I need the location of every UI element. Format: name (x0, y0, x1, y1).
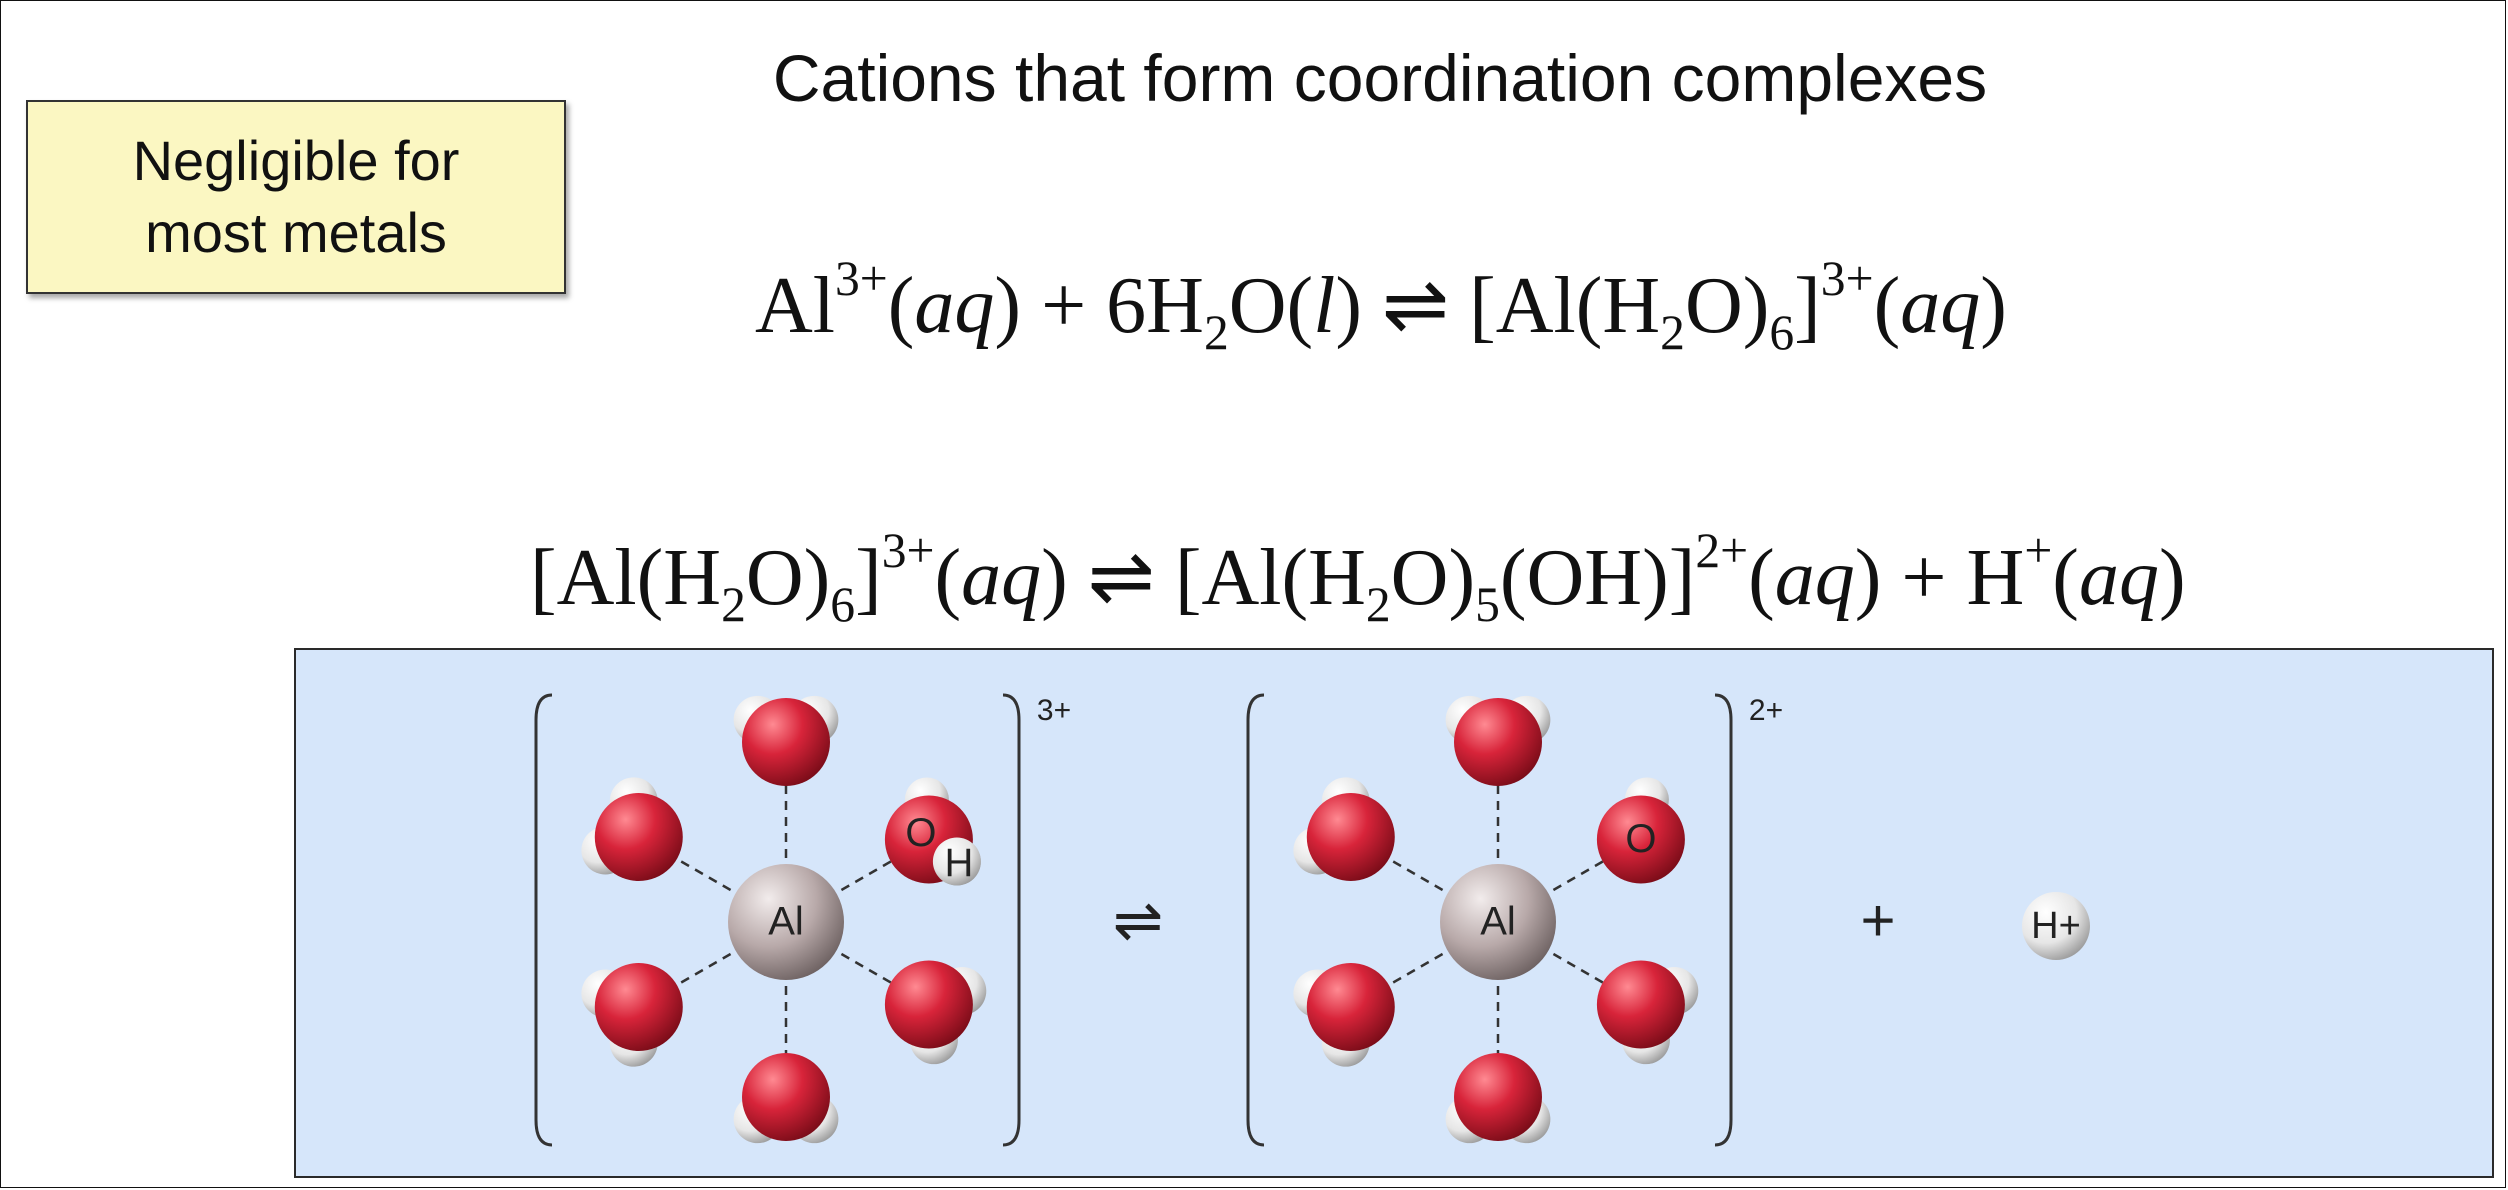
complex-right-ligand-4-oxygen (1306, 963, 1395, 1051)
complex-left-al-label: Al (768, 900, 804, 944)
complex-right-ligand-3-oxygen (1596, 795, 1685, 884)
equilibrium-symbol: ⇌ (1113, 887, 1163, 954)
complex-left-bond-3 (785, 838, 930, 924)
eq2-right-open: [Al(H (1174, 534, 1366, 622)
eq1-al-charge: 3+ (835, 250, 888, 306)
eq1-complex-open: [Al(H (1469, 262, 1661, 350)
eq2-left-close: ] (855, 534, 882, 622)
equation-hydration: Al3+(aq) + 6H2O(l) ⇌ [Al(H2O)6]3+(aq) (755, 250, 2007, 361)
eq1-sub-2: 2 (1203, 305, 1229, 361)
equation-hydrolysis: [Al(H2O)6]3+(aq) ⇌ [Al(H2O)5(OH)]2+(aq) … (530, 522, 2186, 633)
eq2-left-sub-6: 6 (830, 577, 856, 633)
eq1-complex-sub-2: 2 (1660, 305, 1685, 361)
eq2-left-charge: 3+ (881, 522, 935, 578)
complex-right-ligand-1-oxygen (1454, 698, 1542, 786)
eq1-complex-o: O) (1684, 262, 1770, 350)
complex-left-bracket-right (1002, 693, 1021, 1147)
eq2-right-charge: 2+ (1695, 522, 1749, 578)
complex-right-ligand-2-oxygen (1306, 793, 1395, 881)
eq2-right-sub-5: 5 (1475, 577, 1500, 633)
complex-left-ligand-4-oxygen (594, 963, 683, 1051)
eq2-left-o: O) (745, 534, 831, 622)
eq2-aq-1: aq (961, 534, 1042, 622)
plus-symbol: + (1860, 887, 1895, 954)
eq2-right-o: O) (1390, 534, 1476, 622)
proton-sphere (2022, 892, 2090, 960)
eq1-liquid: l (1313, 262, 1336, 350)
eq1-close: ) (1335, 262, 1363, 350)
complex-left-ligand-3-hydrogen-front (932, 837, 981, 886)
eq1-complex-sub-6: 6 (1769, 305, 1795, 361)
complex-left-charge: 3+ (1037, 694, 1071, 727)
proton-label: H+ (2031, 905, 2081, 947)
eq2-right-sub-2: 2 (1365, 577, 1391, 633)
complex-right-bracket-right (1714, 693, 1733, 1147)
eq2-arrow: ⇌ (1087, 534, 1155, 622)
complex-left-bond-2 (638, 835, 787, 924)
complex-left-bracket-left (534, 693, 553, 1147)
eq1-arrow: ⇌ (1382, 262, 1450, 350)
eq1-o: O( (1228, 262, 1314, 350)
complex-right-bond-3 (1497, 838, 1642, 924)
eq1-aq-2: aq (1900, 262, 1981, 350)
eq1-al: Al (755, 262, 835, 350)
eq1-plus-water: ) + 6H (994, 262, 1204, 350)
complex-right-ligand-6-oxygen (1454, 1053, 1542, 1141)
complex-left-ligand-1-oxygen (742, 698, 830, 786)
complex-right-bond-2 (1350, 835, 1499, 924)
eq2-left-open: [Al(H (530, 534, 722, 622)
complex-right-bracket-left (1246, 693, 1265, 1147)
complex-right-aluminum (1440, 864, 1556, 980)
complex-left-o-label: O (905, 811, 936, 855)
note-line-2: most metals (145, 201, 447, 264)
complex-right-o-label: O (1625, 817, 1656, 861)
note-box: Negligible for most metals (26, 100, 566, 294)
complex-left-h-label: H (944, 841, 973, 885)
slide-title: Cations that form coordination complexes (772, 41, 1988, 115)
complex-left-ligand-5-oxygen (884, 960, 973, 1049)
eq2-aq-2: aq (1774, 534, 1855, 622)
complex-left-bond-4 (638, 920, 787, 1009)
complex-left-ligand-2-oxygen (594, 793, 683, 881)
complex-left-bond-5 (785, 920, 930, 1006)
complex-right-al-label: Al (1480, 900, 1516, 944)
eq2-aq-3: aq (2078, 534, 2159, 622)
eq2-left-sub-2: 2 (721, 577, 746, 633)
complex-right-bond-5 (1497, 920, 1642, 1006)
complex-left-aluminum (728, 864, 844, 980)
eq2-right-oh: (OH)] (1499, 534, 1696, 622)
note-line-1: Negligible for (132, 129, 460, 192)
complex-right-bond-4 (1350, 920, 1499, 1009)
eq1-aq-1: aq (914, 262, 995, 350)
complex-right-ligand-5-oxygen (1596, 960, 1685, 1049)
complex-left-ligand-6-oxygen (742, 1053, 830, 1141)
eq1-complex-charge: 3+ (1820, 250, 1874, 306)
complex-right-charge: 2+ (1749, 694, 1783, 727)
eq2-plus-h: ) + H (1854, 534, 2025, 622)
eq2-h-charge: + (2024, 522, 2053, 578)
eq1-complex-close: ] (1794, 262, 1821, 350)
